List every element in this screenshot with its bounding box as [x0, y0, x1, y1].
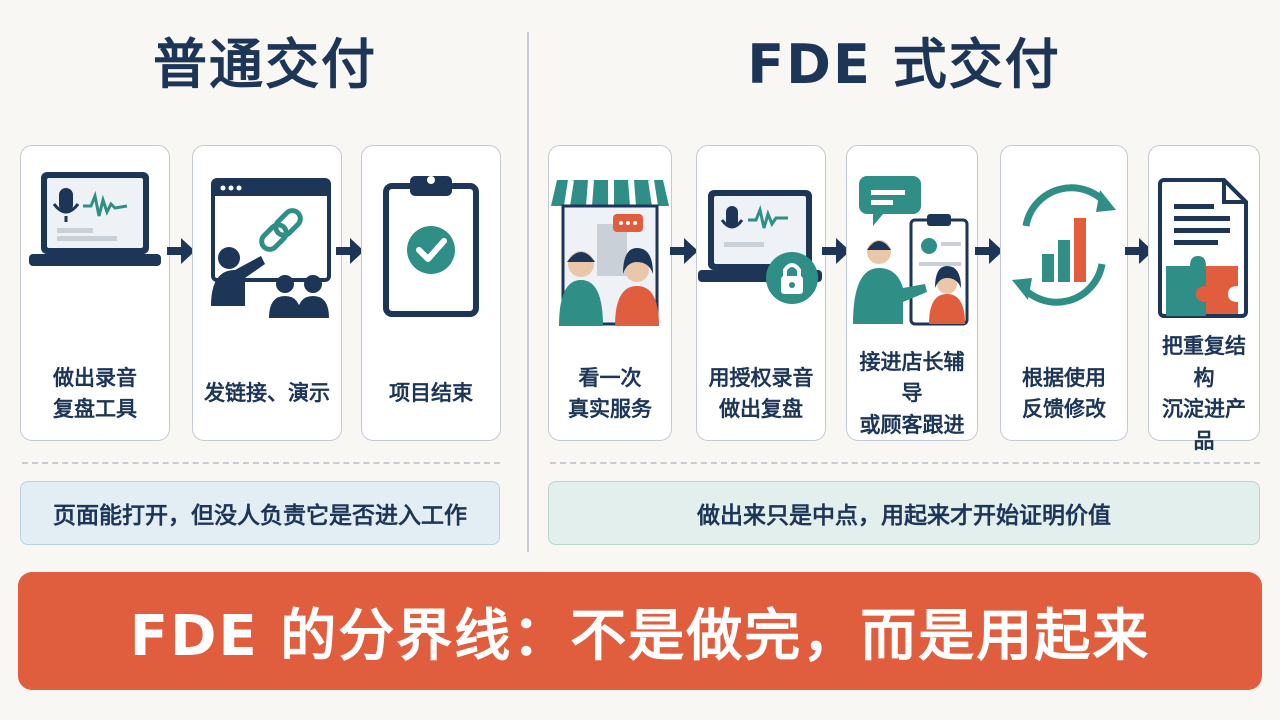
section-divider	[527, 32, 529, 552]
dashed-divider-right	[550, 462, 1260, 464]
feedback-cycle-chart-icon	[1012, 184, 1116, 306]
fde-dividing-line-banner: FDE 的分界线：不是做完，而是用起来	[18, 572, 1262, 690]
step-label: 看一次 真实服务	[568, 365, 652, 422]
step-card-right-4: 根据使用 反馈修改	[1000, 145, 1128, 441]
callout-regular-delivery: 页面能打开，但没人负责它是否进入工作	[20, 481, 500, 545]
step-label: 根据使用 反馈修改	[1022, 365, 1106, 422]
step-label: 接进店长辅导 或顾客跟进	[859, 349, 965, 437]
step-label: 用授权录音 做出复盘	[708, 365, 814, 422]
link-presentation-icon	[211, 178, 331, 318]
step-card-left-2: 发链接、演示	[192, 145, 342, 441]
arrow-right-icon	[822, 238, 850, 264]
step-label: 把重复结构 沉淀进产品	[1162, 334, 1246, 453]
step-card-right-3: 接进店长辅导 或顾客跟进	[846, 145, 978, 441]
dashed-divider-left	[22, 462, 500, 464]
clipboard-check-icon	[383, 176, 479, 317]
step-label: 项目结束	[389, 381, 473, 406]
arrow-right-icon	[336, 238, 364, 264]
step-label: 做出录音 复盘工具	[53, 365, 137, 422]
step-card-right-5: 把重复结构 沉淀进产品	[1148, 145, 1260, 453]
arrow-right-icon	[975, 238, 1003, 264]
document-puzzle-icon	[1158, 178, 1248, 318]
callout-fde-delivery: 做出来只是中点，用起来才开始证明价值	[548, 481, 1260, 545]
step-card-left-3: 项目结束	[361, 145, 501, 441]
step-label: 发链接、演示	[204, 381, 330, 406]
laptop-audio-lock-icon	[698, 190, 822, 304]
arrow-right-icon	[1125, 238, 1153, 264]
title-regular-delivery: 普通交付	[153, 33, 377, 96]
arrow-right-icon	[167, 238, 195, 264]
storefront-conversation-icon	[551, 179, 669, 326]
coaching-profile-icon	[853, 176, 969, 326]
step-card-right-1: 看一次 真实服务	[548, 145, 672, 441]
title-fde-delivery: FDE 式交付	[747, 33, 1061, 96]
step-card-right-2: 用授权录音 做出复盘	[696, 145, 826, 441]
laptop-audio-icon	[29, 172, 161, 266]
arrow-right-icon	[670, 238, 698, 264]
step-card-left-1: 做出录音 复盘工具	[20, 145, 170, 441]
